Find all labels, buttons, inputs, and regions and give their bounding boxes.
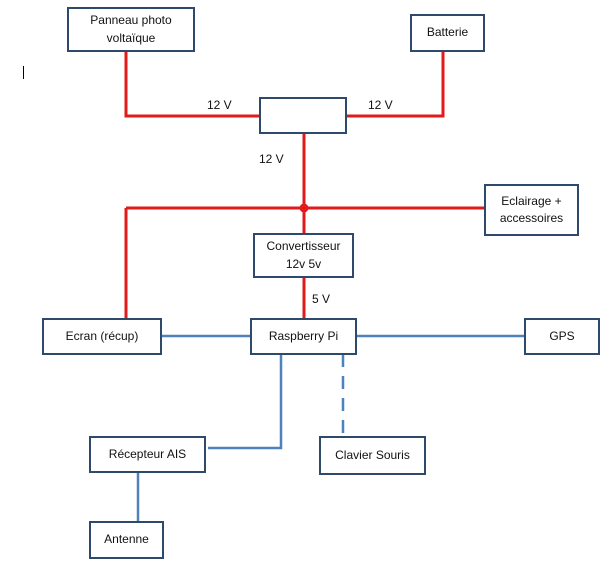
solar-panel-box: Panneau photo voltaïque	[67, 7, 195, 52]
voltage-label-main: 12 V	[259, 152, 284, 166]
voltage-label-battery: 12 V	[368, 98, 393, 112]
power-line-battery	[346, 52, 445, 118]
text-cursor	[23, 66, 24, 79]
battery-box: Batterie	[410, 14, 485, 52]
antenna-box: Antenne	[89, 521, 164, 559]
lighting-box: Eclairage + accessoires	[484, 184, 579, 236]
junction-box	[259, 97, 347, 134]
converter-box: Convertisseur 12v 5v	[253, 233, 354, 278]
screen-box: Ecran (récup)	[42, 318, 162, 355]
voltage-label-5v: 5 V	[312, 292, 331, 306]
ais-receiver-box: Récepteur AIS	[89, 436, 206, 473]
keyboard-mouse-box: Clavier Souris	[319, 436, 426, 475]
power-line-solar	[124, 52, 261, 118]
data-line-ais	[208, 354, 283, 450]
gps-box: GPS	[524, 318, 600, 355]
raspberry-pi-box: Raspberry Pi	[250, 318, 357, 355]
voltage-label-solar: 12 V	[207, 98, 232, 112]
power-junction-dot	[299, 203, 309, 213]
